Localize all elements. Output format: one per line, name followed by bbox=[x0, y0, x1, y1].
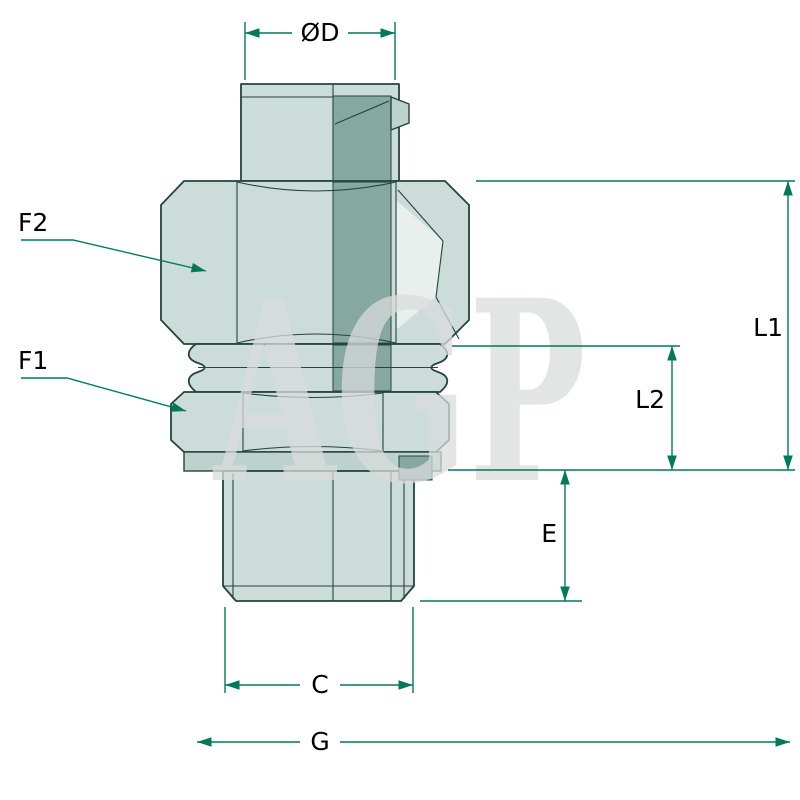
g-label: G bbox=[310, 727, 329, 756]
f2-label: F2 bbox=[18, 208, 48, 237]
waist-ring bbox=[187, 343, 449, 393]
fitting-part bbox=[160, 83, 470, 602]
locknut-chamfer-arc-bottom bbox=[242, 445, 384, 452]
leader-f2: F2 bbox=[18, 208, 207, 273]
cutting-ring-collar bbox=[390, 95, 410, 132]
seal-ring bbox=[398, 455, 433, 481]
internal-cone-line-3 bbox=[435, 296, 460, 340]
nut-chamfer-arc-top bbox=[236, 181, 397, 192]
l1-label: L1 bbox=[753, 313, 783, 342]
hex-nut-f2 bbox=[160, 180, 470, 345]
f2-leader-line bbox=[21, 239, 207, 273]
internal-cone-line-1 bbox=[397, 189, 444, 242]
lock-nut-f1 bbox=[170, 391, 450, 453]
nut-silhouette bbox=[160, 180, 470, 345]
od-label: ØD bbox=[301, 18, 340, 47]
watermark-text: AGP bbox=[213, 245, 586, 539]
e-label: E bbox=[541, 519, 557, 548]
top-tube bbox=[240, 83, 410, 182]
tube-section-band bbox=[332, 95, 392, 182]
internal-cone-line-2 bbox=[435, 240, 444, 298]
dim-e: E bbox=[420, 470, 582, 602]
tube-cut-diagonal bbox=[334, 100, 390, 125]
c-label: C bbox=[311, 670, 328, 699]
dim-l2: L2 bbox=[452, 345, 680, 470]
locknut-silhouette bbox=[170, 391, 450, 453]
l2-label: L2 bbox=[635, 385, 665, 414]
locknut-chamfer-arc-top bbox=[242, 392, 384, 399]
f1-label: F1 bbox=[18, 346, 48, 375]
dim-l1: L1 bbox=[448, 180, 795, 471]
nut-chamfer-arc-bottom bbox=[236, 333, 397, 344]
leader-f1: F1 bbox=[18, 346, 187, 412]
dim-g: G bbox=[197, 727, 790, 756]
f1-leader-line bbox=[21, 377, 187, 412]
internal-cone-wedge bbox=[396, 200, 443, 330]
dim-od: ØD bbox=[244, 18, 396, 80]
dim-c: C bbox=[224, 607, 414, 699]
nut-section-band bbox=[332, 181, 392, 344]
dimensions: ØD F2 F1 L1 L2 bbox=[18, 18, 795, 756]
